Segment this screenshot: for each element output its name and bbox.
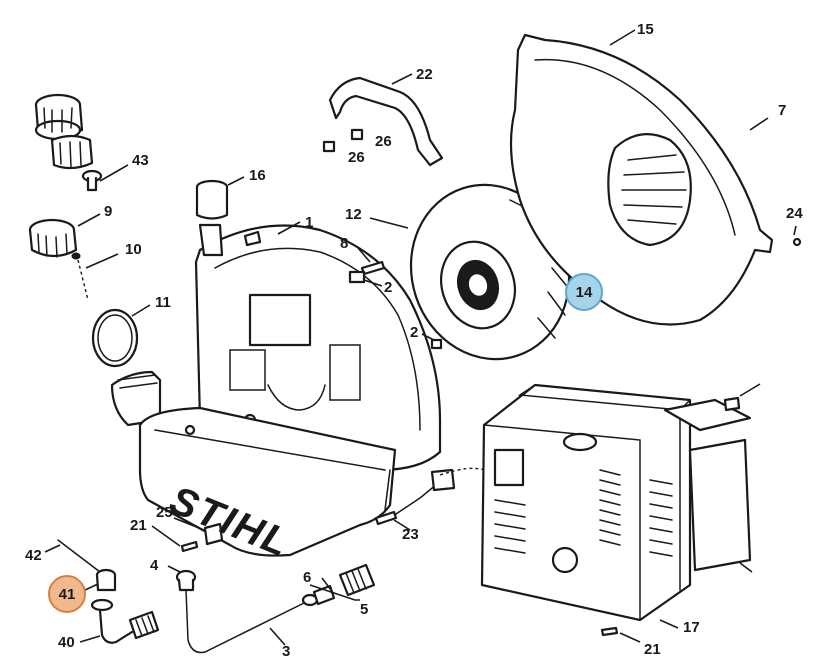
- part-label-16: 16: [249, 167, 266, 184]
- sleeve-part-5: [309, 563, 376, 601]
- part-label-21-left: 21: [130, 517, 147, 534]
- connection-line: [439, 467, 485, 476]
- part-label-2-upper: 2: [384, 279, 393, 296]
- impeller-part-12: [369, 183, 571, 361]
- part-label-1: 1: [305, 214, 314, 231]
- part-label-10: 10: [125, 241, 142, 258]
- part-label-11: 11: [155, 294, 171, 311]
- screw-part-23: [374, 468, 456, 531]
- part-label-40: 40: [58, 634, 75, 651]
- part-label-26-lower: 26: [348, 149, 365, 166]
- plug-part-43: [81, 164, 129, 192]
- part-label-4: 4: [150, 557, 159, 574]
- part-label-6: 6: [303, 569, 312, 586]
- clip-part-25: [173, 517, 224, 546]
- part-label-5: 5: [360, 601, 369, 618]
- part-label-25: 25: [156, 504, 173, 521]
- part-label-23: 23: [402, 526, 419, 543]
- part-callout-14: 14: [565, 273, 603, 311]
- fuel-line-part-42: [44, 539, 101, 573]
- intake-elbow: [110, 370, 162, 427]
- part-label-24: 24: [786, 205, 803, 222]
- fuel-cap-part-9: [28, 213, 101, 260]
- grommet-part-41: [84, 568, 117, 592]
- boot-part-16: [195, 176, 245, 257]
- part-label-12: 12: [345, 206, 362, 223]
- part-label-17: 17: [683, 619, 700, 636]
- part-label-7: 7: [778, 102, 787, 119]
- throttle-cable-part-3: [185, 589, 331, 654]
- part-label-26-upper: 26: [375, 133, 392, 150]
- volute-part-15: [509, 29, 802, 326]
- part-label-22: 22: [416, 66, 433, 83]
- part-callout-41: 41: [48, 575, 86, 613]
- blower-housing-part-1: [194, 221, 442, 472]
- part-label-9: 9: [104, 203, 113, 220]
- filter-pads: [663, 383, 761, 573]
- screw-part-21: [151, 525, 641, 643]
- part-label-42: 42: [25, 547, 42, 564]
- grommet-part-4: [167, 565, 197, 592]
- strainer-part-10: [77, 253, 119, 301]
- seal-ring-part-11: [91, 304, 151, 368]
- tank-base: [138, 406, 397, 557]
- part-label-2-lower: 2: [410, 324, 419, 341]
- part-label-8: 8: [340, 235, 349, 252]
- fuel-pickup-part-40: [79, 598, 160, 644]
- nut-part-2: [348, 270, 443, 350]
- filler-nut-part: [34, 93, 94, 170]
- handle-part-22: [322, 73, 444, 167]
- part-label-21-right: 21: [644, 641, 661, 658]
- part-label-3: 3: [282, 643, 291, 660]
- part-label-15: 15: [637, 21, 654, 38]
- part-label-43: 43: [132, 152, 149, 169]
- shroud-part-17: [480, 383, 692, 629]
